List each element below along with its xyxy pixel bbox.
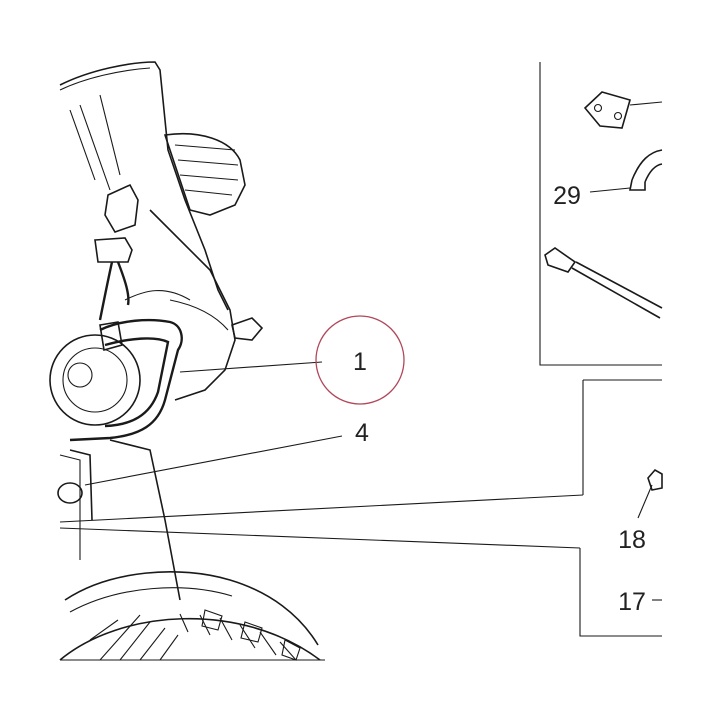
leader-lines <box>59 187 662 601</box>
leader-17-frame <box>59 527 581 549</box>
callout-17[interactable]: 17 <box>618 588 646 616</box>
leader-18 <box>637 484 653 519</box>
callout-29[interactable]: 29 <box>553 182 581 210</box>
leader-1 <box>179 361 323 373</box>
motorcycle-front-illustration <box>49 61 325 661</box>
leader-4 <box>84 435 343 486</box>
leader-18-frame <box>59 494 584 523</box>
inset-box-bottom-right <box>579 379 663 637</box>
callout-4[interactable]: 4 <box>355 419 369 447</box>
inset-box-top-right <box>539 62 663 366</box>
highlight-circle <box>315 315 405 405</box>
callout-18[interactable]: 18 <box>618 526 646 554</box>
leader-29 <box>589 187 631 193</box>
callout-1[interactable]: 1 <box>353 348 367 376</box>
